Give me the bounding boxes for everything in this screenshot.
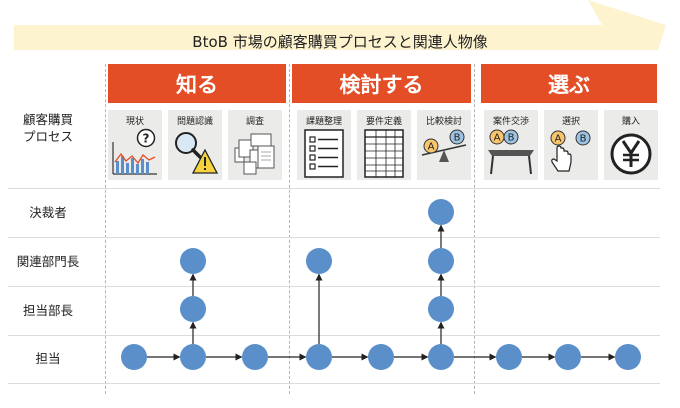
- step-label: 要件定義: [365, 117, 402, 127]
- flow-node: [368, 344, 394, 370]
- step-card-current-state: 現状 ?: [108, 110, 162, 180]
- phase-consider: 検討する: [292, 64, 471, 103]
- step-card-problem-recognition: 問題認識: [168, 110, 222, 180]
- svg-text:B: B: [580, 134, 587, 145]
- flow-node: [180, 248, 206, 274]
- row-separator: [8, 286, 660, 287]
- svg-text:A: A: [555, 134, 562, 145]
- row-separator: [8, 188, 660, 189]
- step-card-requirements-definition: 要件定義: [357, 110, 411, 180]
- step-label: 課題整理: [305, 117, 342, 127]
- step-card-comparison: 比較検討 A B: [417, 110, 471, 180]
- step-label: 比較検討: [425, 117, 462, 127]
- flow-node: [180, 344, 206, 370]
- flow-node: [555, 344, 581, 370]
- hand-pointer-ab-icon: A B: [550, 130, 591, 172]
- flow-node: [496, 344, 522, 370]
- flow-node: [306, 344, 332, 370]
- meeting-table-ab-icon: A B: [488, 129, 534, 175]
- step-label: 選択: [561, 117, 580, 127]
- step-label: 案件交渉: [492, 117, 529, 127]
- flow-node: [180, 296, 206, 322]
- magnifier-warning-icon: [175, 132, 219, 174]
- bar-chart-question-icon: ?: [112, 128, 157, 175]
- flow-node: [121, 344, 147, 370]
- step-label: 調査: [245, 117, 264, 127]
- svg-text:A: A: [494, 133, 501, 144]
- step-card-selection: 選択 A B: [544, 110, 598, 180]
- flow-node: [428, 199, 454, 225]
- row-label-dept-manager: 関連部門長: [16, 254, 80, 269]
- svg-text:A: A: [428, 142, 435, 153]
- row-label-section-manager: 担当部長: [22, 303, 73, 318]
- row-label-process: 顧客購買 プロセス: [22, 112, 73, 144]
- phase-choose: 選ぶ: [481, 64, 657, 103]
- step-label: 購入: [621, 117, 640, 127]
- row-separator: [8, 383, 660, 384]
- column-separator: [289, 64, 290, 394]
- row-label-staff: 担当: [35, 351, 61, 366]
- documents-icon: [234, 133, 275, 175]
- flow-node: [428, 296, 454, 322]
- title-banner: [14, 0, 666, 50]
- svg-text:B: B: [508, 133, 515, 144]
- page-title: BtoB 市場の顧客購買プロセスと関連人物像: [192, 33, 488, 51]
- column-separator: [105, 64, 106, 394]
- flow-node: [428, 344, 454, 370]
- step-card-research: 調査: [228, 110, 282, 180]
- banner-arrow-shape: [14, 0, 666, 50]
- yen-coin-icon: [610, 133, 652, 175]
- row-label-decision-maker: 決裁者: [29, 205, 67, 220]
- row-separator: [8, 237, 660, 238]
- step-label: 問題認識: [176, 117, 213, 127]
- balance-scale-ab-icon: A B: [421, 129, 467, 162]
- flow-node: [428, 248, 454, 274]
- spreadsheet-icon: [364, 129, 404, 178]
- svg-text:B: B: [454, 133, 461, 144]
- step-card-purchase: 購入: [604, 110, 658, 180]
- column-separator: [474, 64, 475, 394]
- svg-text:?: ?: [143, 132, 150, 146]
- step-card-negotiation: 案件交渉 A B: [484, 110, 538, 180]
- row-separator: [8, 335, 660, 336]
- phase-know: 知る: [108, 64, 286, 103]
- flow-node: [615, 344, 641, 370]
- step-label: 現状: [125, 117, 144, 127]
- flow-node: [242, 344, 268, 370]
- checklist-icon: [304, 129, 344, 178]
- flow-node: [306, 248, 332, 274]
- step-card-issue-organizing: 課題整理: [297, 110, 351, 180]
